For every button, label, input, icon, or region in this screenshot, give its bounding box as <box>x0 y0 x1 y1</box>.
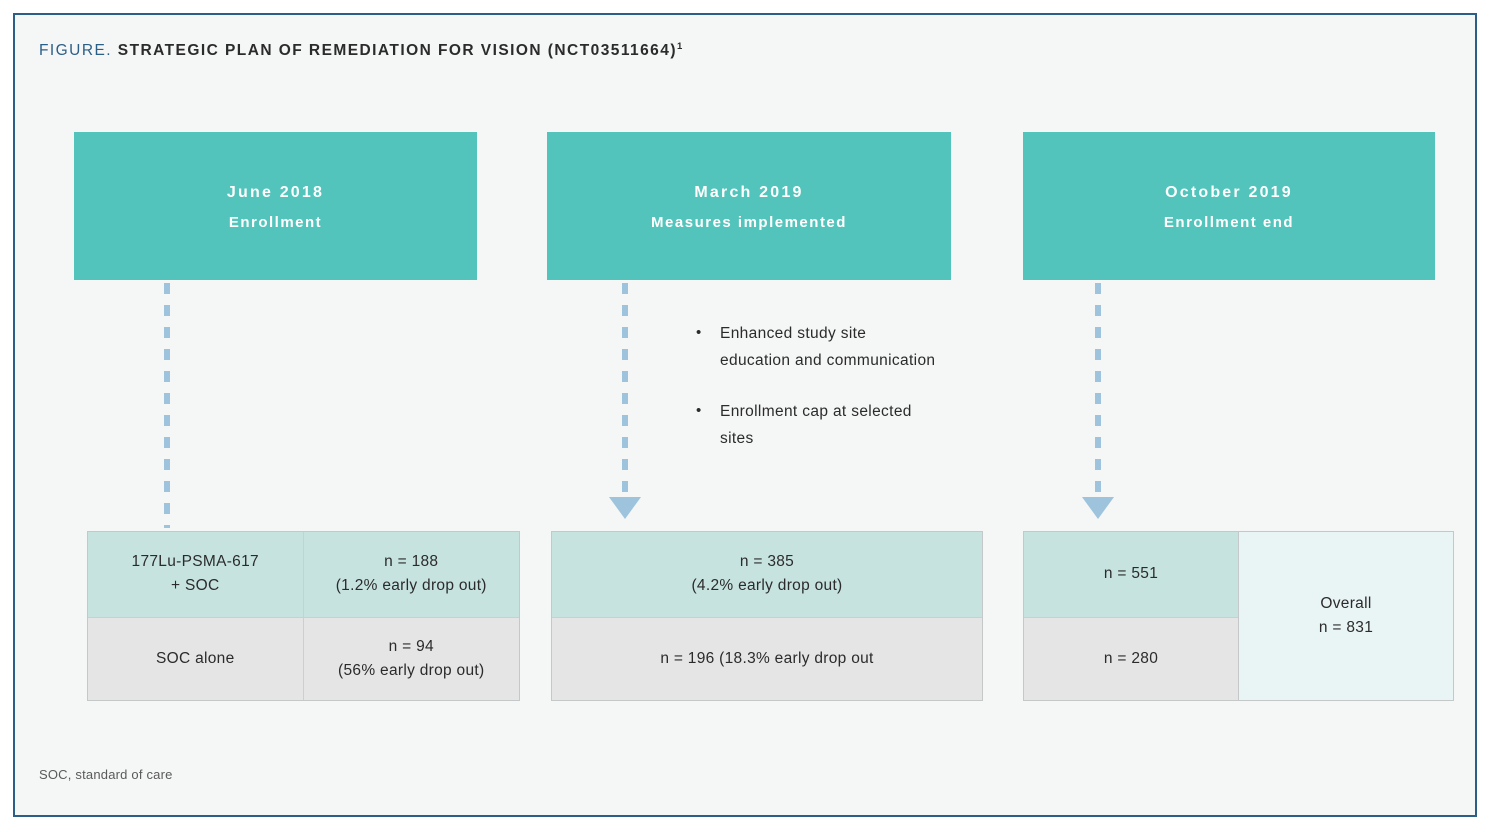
milestone-header-october-2019: October 2019 Enrollment end <box>1023 132 1435 280</box>
list-item: Enrollment cap at selected sites <box>692 397 937 452</box>
overall-total-text: Overall n = 831 <box>1319 592 1373 640</box>
arrowhead-icon <box>609 497 641 519</box>
timeline-column-march-2019: March 2019 Measures implemented Enhanced… <box>547 15 983 815</box>
arm-label-column: 177Lu-PSMA-617+ SOC SOC alone <box>88 532 304 700</box>
milestone-header-june-2018: June 2018 Enrollment <box>74 132 477 280</box>
arm-value-investigational: n = 551 <box>1024 532 1238 618</box>
timeline-column-october-2019: October 2019 Enrollment end n = 551 n = … <box>1023 15 1454 815</box>
milestone-header-march-2019: March 2019 Measures implemented <box>547 132 951 280</box>
milestone-date: March 2019 <box>694 183 804 201</box>
figure-title: FIGURE. STRATEGIC PLAN OF REMEDIATION FO… <box>39 41 682 60</box>
overall-total-panel: Overall n = 831 <box>1238 532 1453 700</box>
arm-value-text-1: n = 94(56% early drop out) <box>338 637 485 679</box>
arm-label-control: SOC alone <box>88 617 303 700</box>
dashed-arrow-connector <box>1078 283 1118 521</box>
arm-value-text-0: n = 188(1.2% early drop out) <box>335 553 487 595</box>
milestone-date: October 2019 <box>1165 183 1293 201</box>
arm-value-control: n = 196 (18.3% early drop out <box>552 617 982 700</box>
milestone-label: Enrollment <box>228 213 323 231</box>
arm-value-control: n = 94(56% early drop out) <box>303 617 519 700</box>
arm-value-text-1: n = 196 (18.3% early drop out <box>660 649 874 667</box>
databox-june-2018: 177Lu-PSMA-617+ SOC SOC alone n = 188(1.… <box>87 531 520 701</box>
dashed-connector-line <box>147 283 187 528</box>
list-item: Enhanced study site education and commun… <box>692 319 937 374</box>
figure-footnote: SOC, standard of care <box>39 767 173 782</box>
milestone-label: Enrollment end <box>1163 213 1295 231</box>
figure-frame: FIGURE. STRATEGIC PLAN OF REMEDIATION FO… <box>13 13 1477 817</box>
timeline-column-june-2018: June 2018 Enrollment 177Lu-PSMA-617+ SOC… <box>73 15 520 815</box>
measures-bullet-list: Enhanced study site education and commun… <box>692 319 937 476</box>
arm-label-text-1: SOC alone <box>155 649 235 667</box>
milestone-label: Measures implemented <box>651 213 847 231</box>
dashed-arrow-connector <box>605 283 645 521</box>
milestone-date: June 2018 <box>226 183 325 201</box>
arrowhead-icon <box>1082 497 1114 519</box>
figure-title-superscript: 1 <box>676 41 683 52</box>
figure-label: FIGURE. <box>39 42 113 60</box>
arm-value-investigational: n = 385(4.2% early drop out) <box>552 532 982 618</box>
arm-value-control: n = 280 <box>1024 617 1238 700</box>
arm-value-column: n = 551 n = 280 <box>1024 532 1238 700</box>
databox-october-2019: n = 551 n = 280 Overall n = 831 <box>1023 531 1454 701</box>
arm-label-investigational: 177Lu-PSMA-617+ SOC <box>88 532 303 618</box>
arm-value-column: n = 385(4.2% early drop out) n = 196 (18… <box>552 532 982 700</box>
arm-value-column: n = 188(1.2% early drop out) n = 94(56% … <box>303 532 519 700</box>
figure-title-text: STRATEGIC PLAN OF REMEDIATION FOR VISION… <box>117 42 677 60</box>
overall-caption: Overall <box>1320 595 1372 612</box>
overall-value: n = 831 <box>1318 619 1374 636</box>
arm-label-text-0: 177Lu-PSMA-617+ SOC <box>131 553 259 595</box>
arm-value-text-0: n = 385(4.2% early drop out) <box>691 553 843 595</box>
databox-march-2019: n = 385(4.2% early drop out) n = 196 (18… <box>551 531 983 701</box>
arm-value-investigational: n = 188(1.2% early drop out) <box>303 532 519 618</box>
